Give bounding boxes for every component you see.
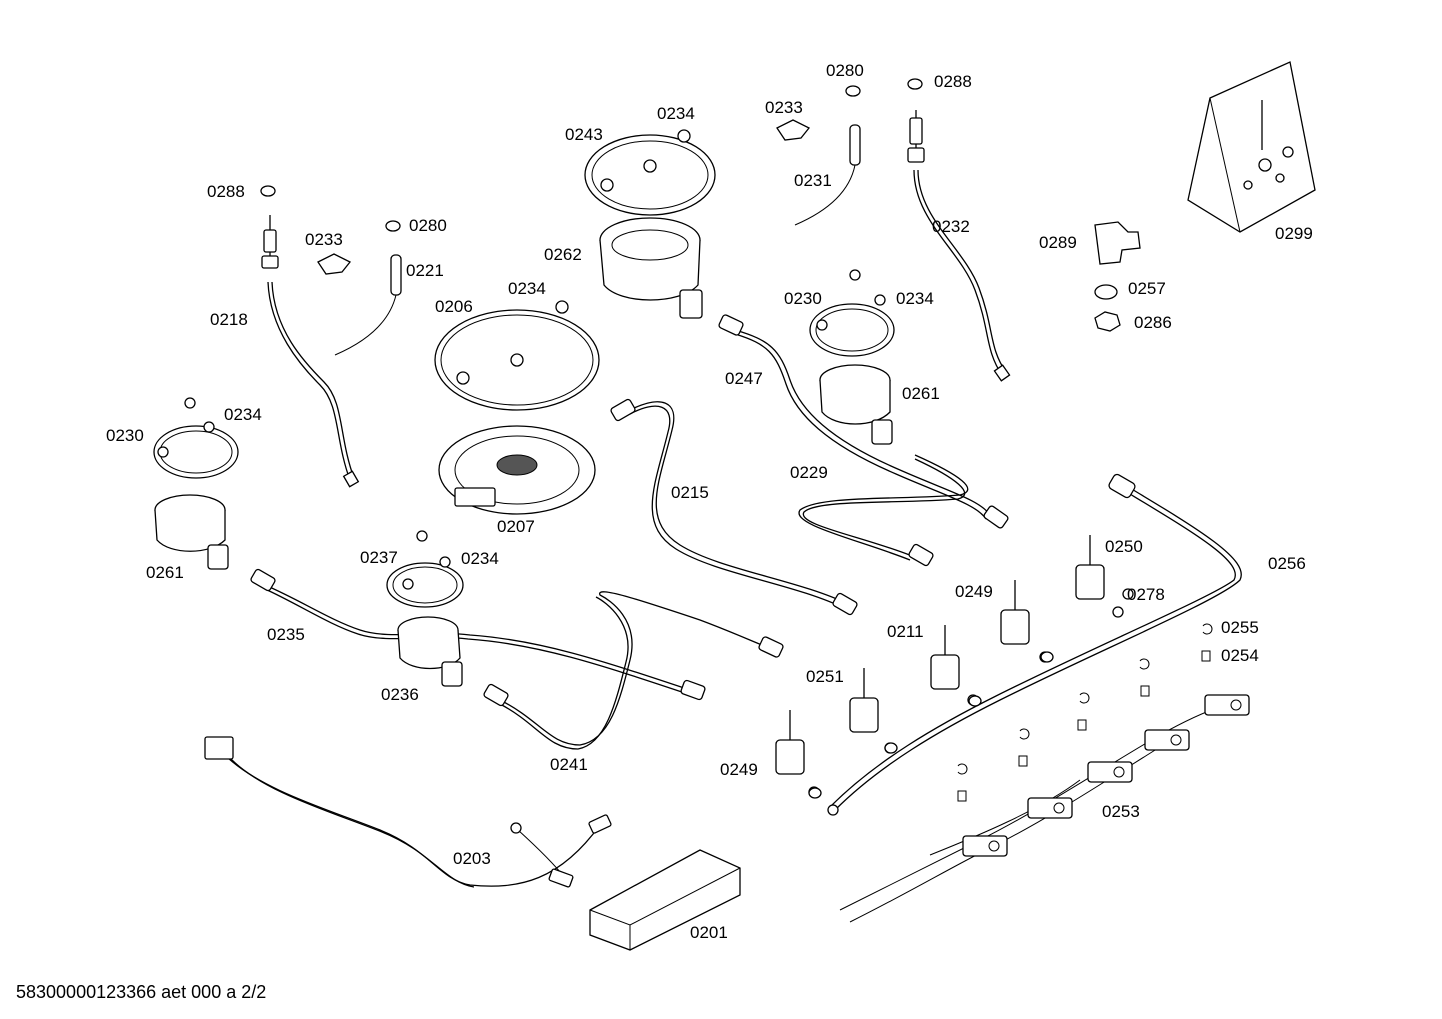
label-0221: 0221 — [406, 261, 444, 280]
control-box-0201 — [589, 849, 741, 951]
pipe-0232 — [913, 169, 1011, 382]
label-0241: 0241 — [550, 755, 588, 774]
label-0218: 0218 — [210, 310, 248, 329]
label-0201: 0201 — [690, 923, 728, 942]
spark-electrodes — [317, 119, 861, 356]
label-0254: 0254 — [1221, 646, 1259, 665]
label-0257: 0257 — [1128, 279, 1166, 298]
burner-ring-0230-right — [809, 269, 895, 357]
clips-0255-0254 — [957, 623, 1213, 802]
gas-valve-0249-lower — [775, 710, 820, 798]
nozzle-kit-bag-0299 — [1187, 61, 1316, 233]
gas-valve-0250 — [1075, 535, 1124, 618]
burner-body-0262 — [599, 217, 703, 319]
label-0261-right: 0261 — [902, 384, 940, 403]
pipe-0235 — [250, 568, 706, 701]
burner-base-0207 — [438, 425, 596, 515]
label-0237: 0237 — [360, 548, 398, 567]
label-0255: 0255 — [1221, 618, 1259, 637]
label-0262: 0262 — [544, 245, 582, 264]
pipe-0215 — [610, 398, 858, 616]
label-0278: 0278 — [1127, 585, 1165, 604]
pipe-0229 — [798, 454, 969, 567]
label-0234-lower: 0234 — [461, 549, 499, 568]
label-0203: 0203 — [453, 849, 491, 868]
pipe-0218 — [267, 281, 360, 488]
label-0247: 0247 — [725, 369, 763, 388]
label-0261-left: 0261 — [146, 563, 184, 582]
pipe-0241 — [483, 591, 784, 750]
label-0233-left: 0233 — [305, 230, 343, 249]
document-id: 58300000123366 aet 000 a 2/2 — [16, 982, 267, 1002]
label-0230-right: 0230 — [784, 289, 822, 308]
label-0280-left: 0280 — [409, 216, 447, 235]
label-0236: 0236 — [381, 685, 419, 704]
burner-cap-0243 — [584, 129, 716, 216]
label-0250: 0250 — [1105, 537, 1143, 556]
label-0231: 0231 — [794, 171, 832, 190]
label-0229: 0229 — [790, 463, 828, 482]
label-0215: 0215 — [671, 483, 709, 502]
label-0232: 0232 — [932, 217, 970, 236]
label-0235: 0235 — [267, 625, 305, 644]
label-0280-top: 0280 — [826, 61, 864, 80]
gas-valve-0249-upper — [1000, 580, 1051, 663]
burner-cap-0206 — [434, 300, 600, 411]
label-0256: 0256 — [1268, 554, 1306, 573]
label-0299: 0299 — [1275, 224, 1313, 243]
pipe-0256 — [827, 473, 1242, 816]
burner-body-0236 — [397, 616, 463, 687]
label-0234-center: 0234 — [508, 279, 546, 298]
label-0234-left: 0234 — [224, 405, 262, 424]
label-0253: 0253 — [1102, 802, 1140, 821]
wire-harness-0203 — [204, 736, 612, 888]
ignition-switch-0253 — [962, 694, 1250, 857]
washers-and-nuts — [260, 78, 1134, 799]
label-0243: 0243 — [565, 125, 603, 144]
label-0286: 0286 — [1134, 313, 1172, 332]
label-0249-upper: 0249 — [955, 582, 993, 601]
pipe-0247 — [718, 314, 1009, 529]
label-0233-top: 0233 — [765, 98, 803, 117]
burner-ring-0237 — [386, 530, 464, 608]
label-0211: 0211 — [887, 622, 924, 641]
thermocouple-0218 — [261, 215, 279, 269]
elbow-connector-0289 — [1094, 221, 1141, 265]
burner-ring-0230-left — [153, 397, 239, 479]
gas-valve-0211 — [930, 625, 979, 706]
thermocouple-0232 — [907, 110, 925, 163]
label-0230-left: 0230 — [106, 426, 144, 445]
label-0234-right: 0234 — [896, 289, 934, 308]
label-0249-lower: 0249 — [720, 760, 758, 779]
label-0251: 0251 — [806, 667, 844, 686]
label-0288-left: 0288 — [207, 182, 245, 201]
burner-body-0261-left — [154, 494, 229, 570]
label-0234-top: 0234 — [657, 104, 695, 123]
label-0288-top: 0288 — [934, 72, 972, 91]
label-0289: 0289 — [1039, 233, 1077, 252]
label-0206: 0206 — [435, 297, 473, 316]
gas-valve-0251 — [849, 668, 896, 754]
burner-body-0261-right — [819, 364, 893, 445]
label-0207: 0207 — [497, 517, 535, 536]
